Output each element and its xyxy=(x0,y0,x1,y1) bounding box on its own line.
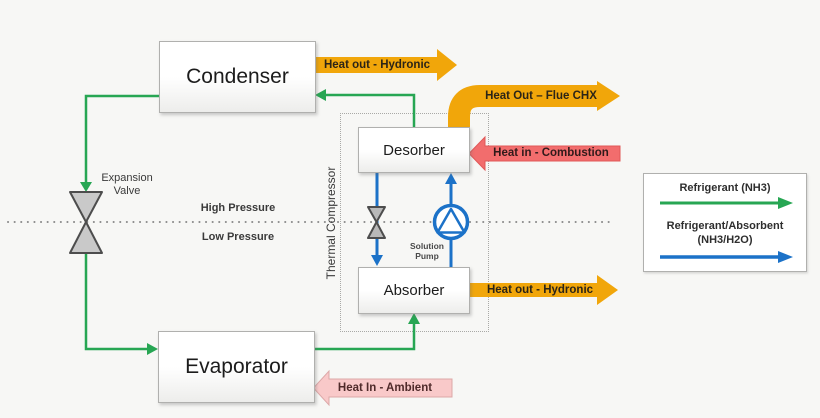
solution-pump-icon xyxy=(432,203,470,241)
refrigerant-loop-lines xyxy=(84,93,416,351)
absorber-box: Absorber xyxy=(358,267,470,314)
solution-valve-icon xyxy=(367,206,386,239)
evaporator-box: Evaporator xyxy=(158,331,315,403)
thermal-compressor-label: Thermal Compressor xyxy=(324,166,338,280)
desorber-label: Desorber xyxy=(383,141,445,159)
legend-absorbent-label: Refrigerant/Absorbent (NH3/H2O) xyxy=(666,220,784,246)
solution-loop-arrowheads xyxy=(371,173,457,266)
heat-in-ambient-label: Heat In - Ambient xyxy=(337,382,433,394)
legend-refrigerant-green-arrow xyxy=(660,197,793,209)
evaporator-label: Evaporator xyxy=(185,355,288,378)
high-pressure-label: High Pressure xyxy=(200,202,276,214)
heat-out-hydronic-absorber-label: Heat out - Hydronic xyxy=(486,284,594,296)
low-pressure-label: Low Pressure xyxy=(201,231,275,243)
heat-out-flue-chx-label: Heat Out – Flue CHX xyxy=(485,90,597,102)
legend-box: Refrigerant (NH3) Refrigerant/Absorbent … xyxy=(643,173,807,272)
desorber-box: Desorber xyxy=(358,127,470,173)
solution-pump-label: Solution Pump xyxy=(410,241,444,262)
refrigerant-loop-arrowheads xyxy=(80,89,420,355)
condenser-label: Condenser xyxy=(186,65,289,88)
heat-out-hydronic-condenser-arrow xyxy=(315,49,457,81)
condenser-box: Condenser xyxy=(159,41,316,113)
heat-out-flue-chx-arrow xyxy=(448,81,620,128)
heat-in-ambient-arrow xyxy=(312,369,453,407)
heat-in-combustion-label: Heat in - Combustion xyxy=(493,147,609,159)
heat-out-hydronic-condenser-label: Heat out - Hydronic xyxy=(323,59,431,71)
heat-out-hydronic-absorber-arrow xyxy=(468,275,618,305)
absorber-label: Absorber xyxy=(383,282,445,299)
legend-absorbent-blue-arrow xyxy=(660,251,793,263)
heat-in-combustion-arrow xyxy=(468,135,621,172)
legend-refrigerant-label: Refrigerant (NH3) xyxy=(679,182,771,194)
expansion-valve-icon xyxy=(69,191,103,254)
expansion-valve-label: Expansion Valve xyxy=(101,172,153,197)
